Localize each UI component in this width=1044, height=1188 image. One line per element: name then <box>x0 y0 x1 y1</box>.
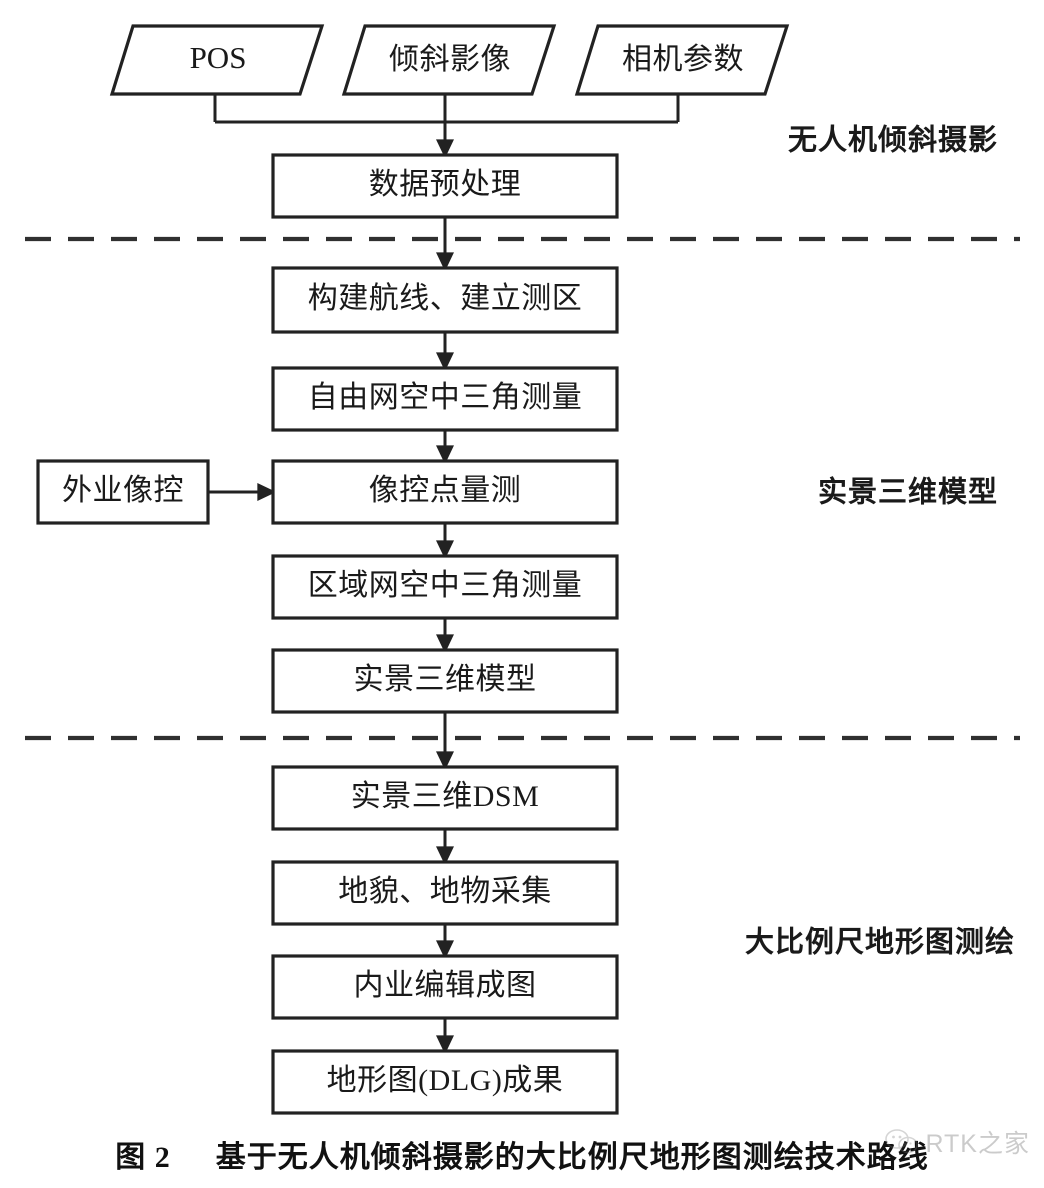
node-field-gcp[interactable]: 外业像控 <box>36 459 210 525</box>
node-mesh-model[interactable]: 实景三维模型 <box>271 648 619 714</box>
node-route-label: 构建航线、建立测区 <box>308 282 583 315</box>
node-indoor-edit-label: 内业编辑成图 <box>354 969 537 1002</box>
connector-inputs-merge <box>213 94 680 159</box>
node-blocknet-at[interactable]: 区域网空中三角测量 <box>271 554 619 620</box>
node-route[interactable]: 构建航线、建立测区 <box>271 266 619 334</box>
figure-caption-number: 图 2 <box>115 1141 171 1174</box>
node-dlg-result-label: 地形图(DLG)成果 <box>327 1064 564 1097</box>
node-freenet-at-label: 自由网空中三角测量 <box>308 381 583 414</box>
stage-label-uav-oblique-photography: 无人机倾斜摄影 <box>788 124 998 157</box>
input-node-camera-params[interactable]: 相机参数 <box>574 24 790 96</box>
input-node-pos-label: POS <box>190 40 247 75</box>
node-dsm[interactable]: 实景三维DSM <box>271 765 619 831</box>
node-mesh-model-label: 实景三维模型 <box>354 663 537 696</box>
stage-label-large-scale-topographic-mapping: 大比例尺地形图测绘 <box>745 925 1015 959</box>
input-node-oblique-image-label: 倾斜影像 <box>389 43 511 76</box>
figure-caption-text: 基于无人机倾斜摄影的大比例尺地形图测绘技术路线 <box>215 1141 929 1174</box>
input-node-oblique-image[interactable]: 倾斜影像 <box>341 24 557 96</box>
node-collect-label: 地貌、地物采集 <box>338 875 552 908</box>
input-node-pos[interactable]: POS <box>109 24 325 96</box>
node-field-gcp-label: 外业像控 <box>62 474 184 507</box>
figure-caption: 图 2 基于无人机倾斜摄影的大比例尺地形图测绘技术路线 <box>0 1132 1044 1176</box>
node-gcp-measure-label: 像控点量测 <box>369 474 522 507</box>
node-dsm-label: 实景三维DSM <box>351 780 540 813</box>
node-preprocess-label: 数据预处理 <box>369 168 522 201</box>
input-node-camera-params-label: 相机参数 <box>622 43 744 76</box>
node-dlg-result[interactable]: 地形图(DLG)成果 <box>271 1049 619 1115</box>
node-indoor-edit[interactable]: 内业编辑成图 <box>271 954 619 1020</box>
node-preprocess[interactable]: 数据预处理 <box>271 153 619 219</box>
node-collect[interactable]: 地貌、地物采集 <box>271 860 619 926</box>
stage-label-reality-3d-model: 实景三维模型 <box>818 475 998 509</box>
node-gcp-measure[interactable]: 像控点量测 <box>271 459 619 525</box>
node-freenet-at[interactable]: 自由网空中三角测量 <box>271 366 619 432</box>
node-blocknet-at-label: 区域网空中三角测量 <box>308 569 583 602</box>
